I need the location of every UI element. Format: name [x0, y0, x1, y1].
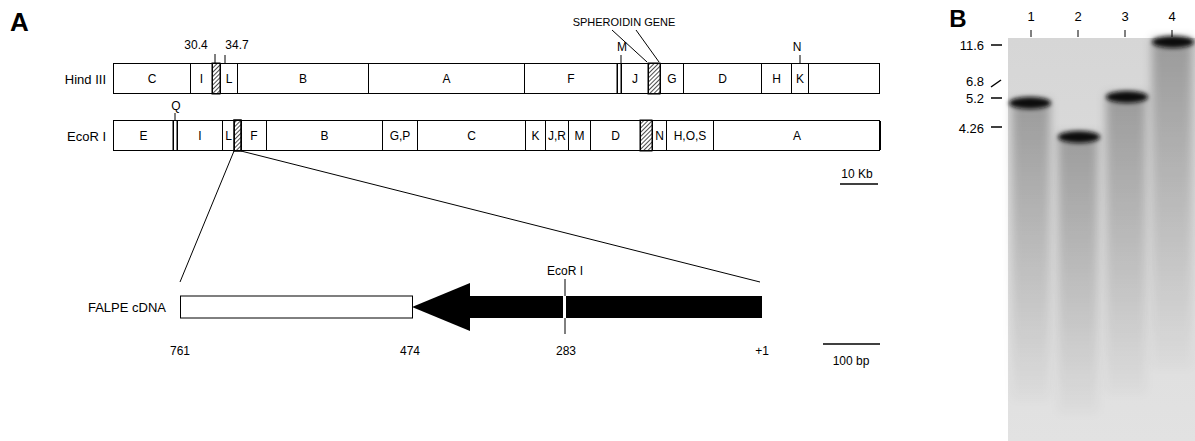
fragment-letter: F [250, 130, 257, 142]
fragment-letter: C [148, 73, 157, 85]
fragment-letter: I [200, 73, 203, 85]
fragment-letter: F [567, 73, 574, 85]
fragment-letter: C [467, 130, 476, 142]
restriction-fragment: I [177, 121, 223, 150]
fragment-letter: B [320, 130, 328, 142]
restriction-fragment: D [683, 64, 762, 93]
fragment-letter: H [772, 73, 781, 85]
gene-label: SPHEROIDIN GENE [573, 17, 676, 28]
restriction-fragment: B [237, 64, 369, 93]
coordinate: 34.7 [225, 39, 248, 51]
restriction-fragment: I [190, 64, 213, 93]
lane-number: 1 [1027, 10, 1034, 23]
lane-number: 3 [1121, 10, 1128, 23]
fragment-letter: G,P [390, 130, 411, 142]
size-marker: 6.8 [966, 75, 984, 88]
size-marker: 11.6 [960, 39, 984, 52]
restriction-fragment: K [791, 64, 809, 93]
restriction-fragment: N [652, 121, 667, 150]
fragment-letter: J,R [548, 130, 566, 142]
restriction-fragment: F [524, 64, 618, 93]
panel-letter: B [949, 7, 966, 31]
size-marker: 5.2 [966, 92, 984, 105]
fragment-letter: D [718, 73, 727, 85]
restriction-fragment: C [113, 64, 191, 93]
restriction-fragment: M [568, 121, 591, 150]
fragment-letter: H,O,S [674, 130, 707, 142]
restriction-fragment: A [368, 64, 525, 93]
restriction-fragment: F [241, 121, 267, 150]
restriction-fragment: G [660, 64, 684, 93]
restriction-map: EcoR IEILFBG,PCKJ,RMDNH,O,SA [113, 120, 880, 151]
fragment-letter: A [793, 130, 801, 142]
fragment-letter: M [575, 130, 585, 142]
restriction-fragment: C [417, 121, 526, 150]
fragment-letter: G [667, 73, 676, 85]
map-title: EcoR I [67, 129, 106, 142]
restriction-fragment: J,R [545, 121, 569, 150]
lane-number: 4 [1168, 10, 1175, 23]
fragment-letter: I [198, 130, 201, 142]
position-number: +1 [755, 345, 769, 357]
restriction-fragment: B [266, 121, 383, 150]
site-marker: Q [171, 100, 180, 112]
restriction-fragment: D [590, 121, 641, 150]
cdna-arrow [180, 282, 762, 332]
fragment-letter: B [299, 73, 307, 85]
fragment-letter: D [611, 130, 620, 142]
size-marker: 4.26 [959, 122, 984, 135]
fragment-letter: A [442, 73, 450, 85]
position-number: 474 [400, 345, 420, 357]
panel-letter: A [10, 9, 29, 35]
restriction-fragment: E [113, 121, 174, 150]
restriction-fragment: K [525, 121, 546, 150]
map-title: Hind III [65, 72, 106, 85]
fragment-letter: L [225, 130, 232, 142]
map-title: FALPE cDNA [88, 301, 166, 314]
site-marker: M [617, 41, 627, 53]
coordinate: 30.4 [184, 39, 207, 51]
fragment-letter: K [796, 73, 804, 85]
scale-label: 100 bp [833, 355, 870, 367]
restriction-map: Hind IIICILBAFJGDHK [113, 63, 880, 94]
fragment-letter: L [226, 73, 233, 85]
restriction-fragment: G,P [382, 121, 418, 150]
position-number: 283 [556, 345, 576, 357]
restriction-fragment: J [621, 64, 649, 93]
restriction-fragment: H,O,S [666, 121, 714, 150]
restriction-fragment: L [220, 64, 238, 93]
restriction-fragment: H [761, 64, 792, 93]
cdna-map: FALPE cDNA [180, 282, 762, 332]
lane-number: 2 [1074, 10, 1081, 23]
fragment-letter: E [139, 130, 147, 142]
fragment-letter: K [531, 130, 539, 142]
restriction-fragment: A [713, 121, 881, 150]
site-label: EcoR I [547, 265, 583, 277]
restriction-fragment: L [222, 121, 235, 150]
position-number: 761 [170, 345, 190, 357]
fragment-letter: J [632, 73, 638, 85]
scale-label: 10 Kb [841, 168, 872, 180]
site-marker: N [793, 41, 802, 53]
fragment-letter: N [655, 130, 664, 142]
